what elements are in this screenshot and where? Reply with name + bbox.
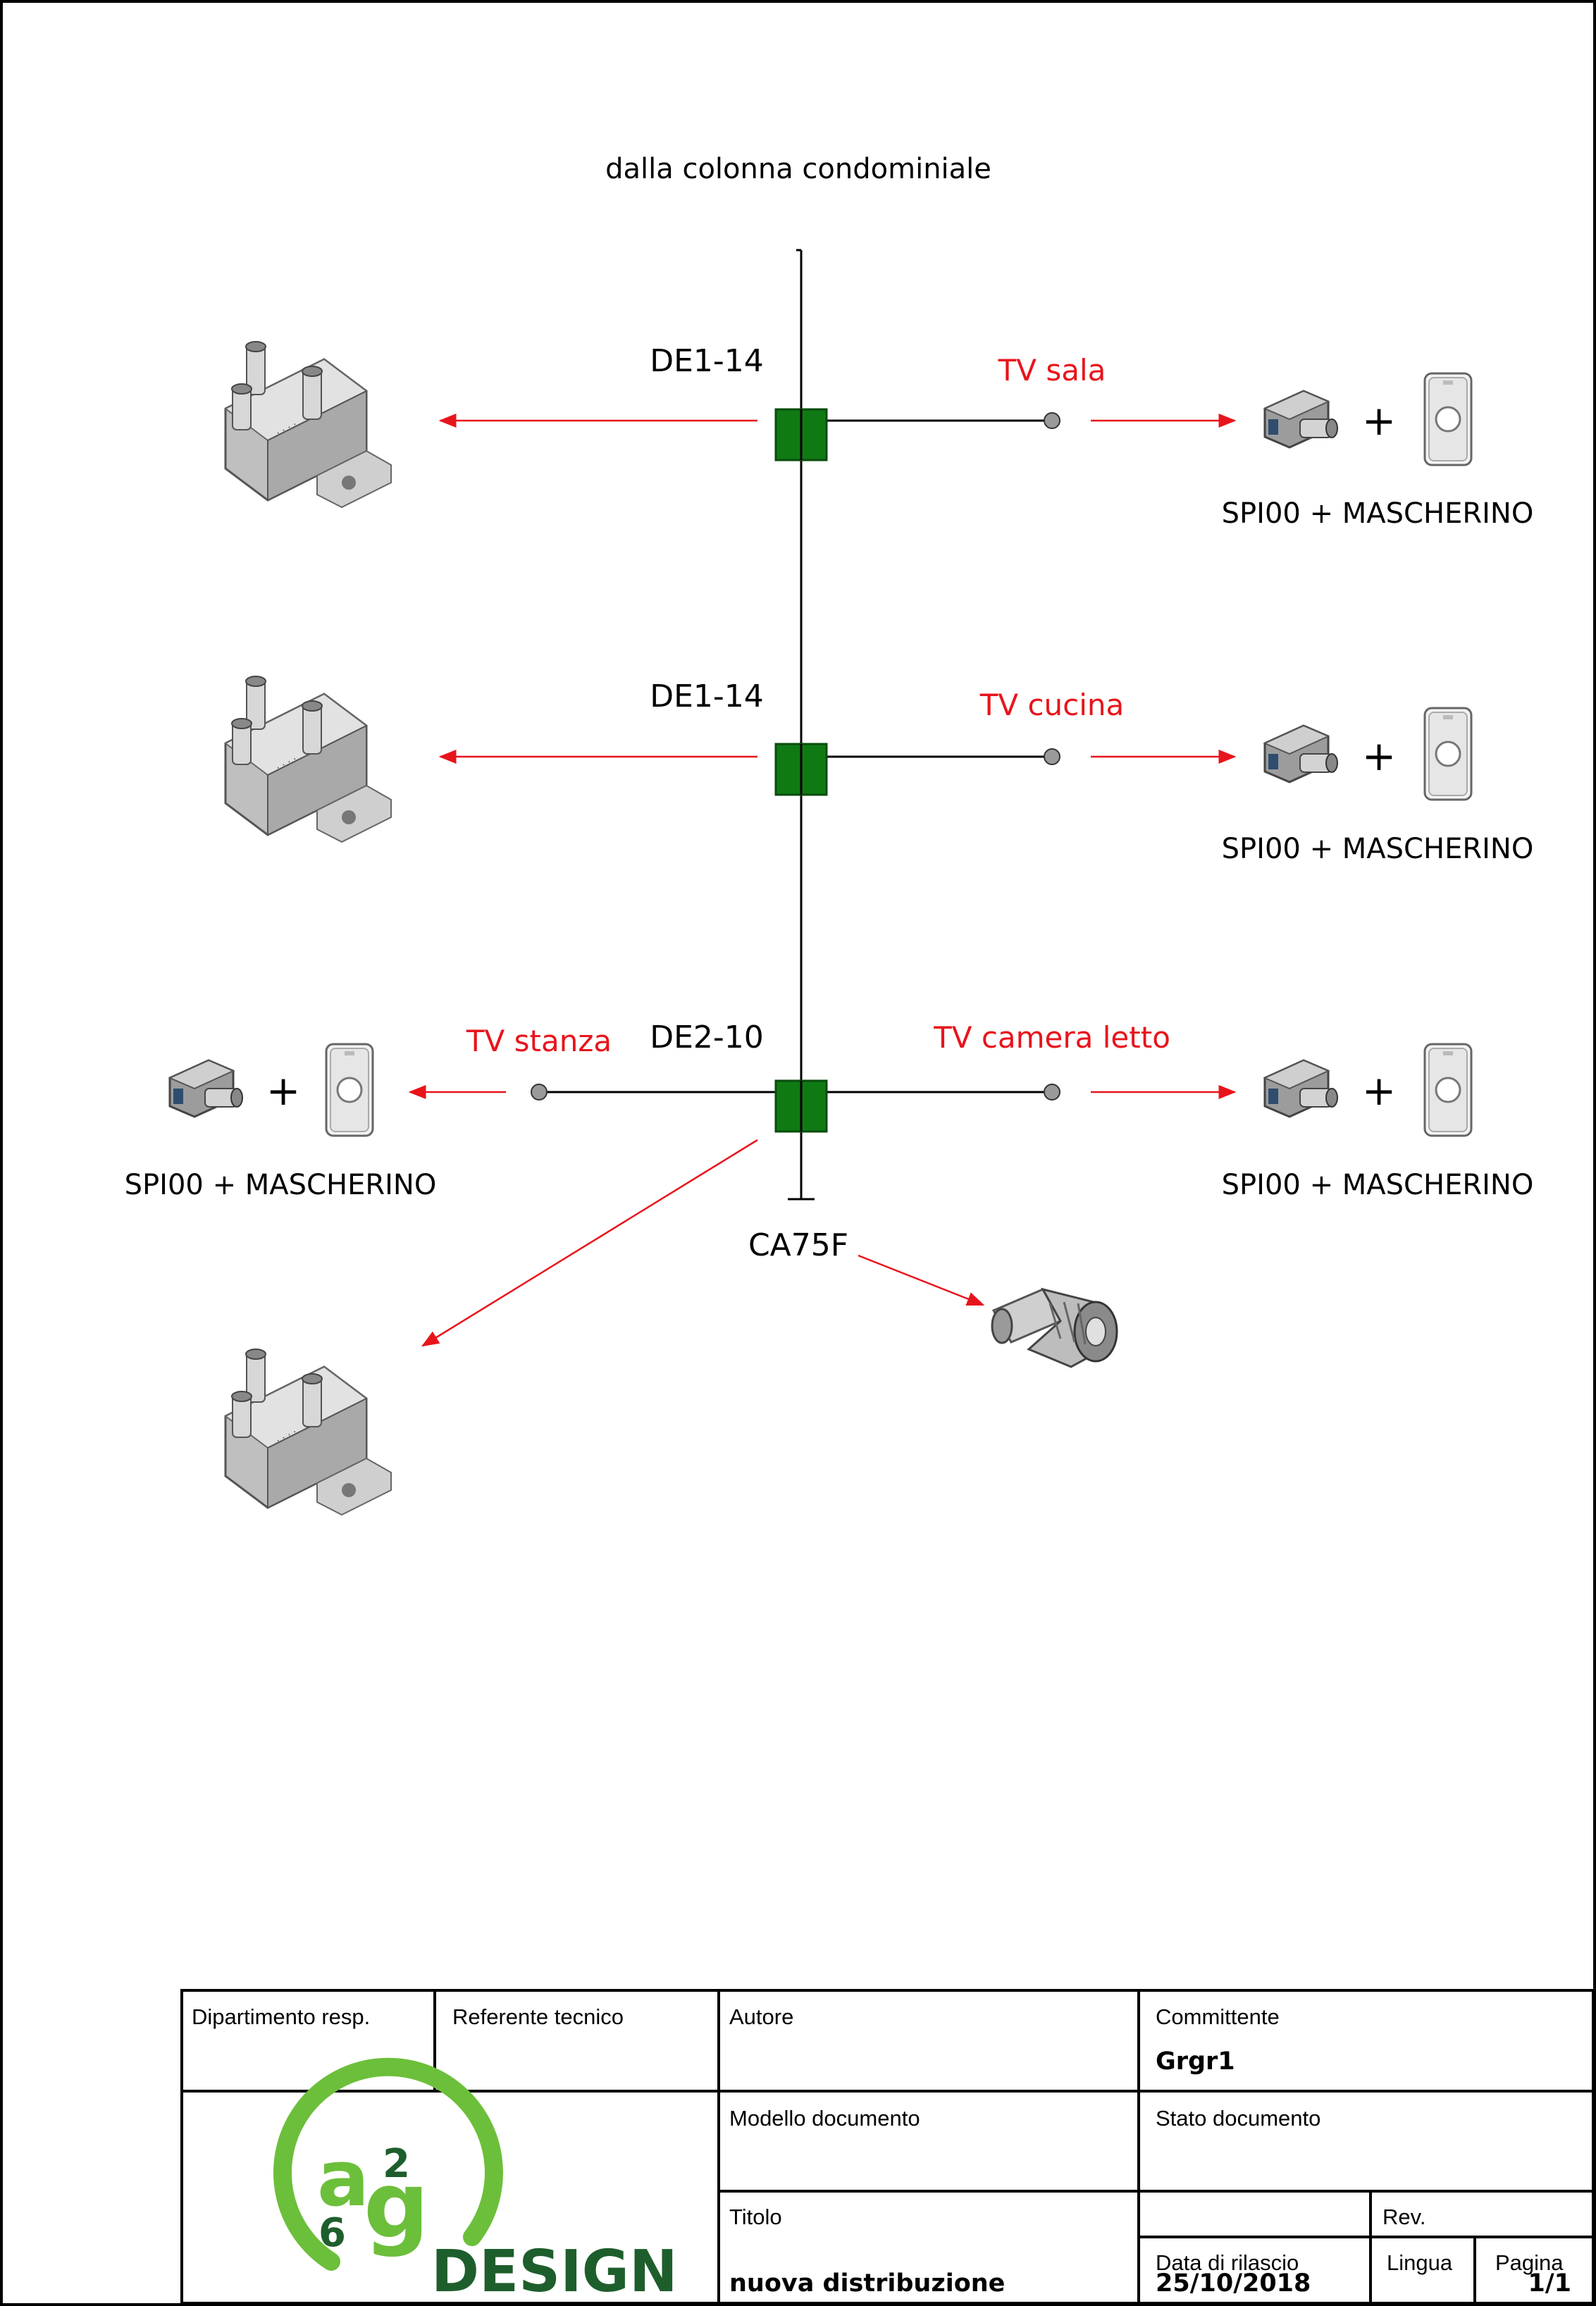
tap-picture-1: [224, 340, 392, 509]
pagina-label: Pagina: [1495, 2250, 1564, 2275]
committente-label: Committente: [1156, 2004, 1280, 2029]
svg-text:2: 2: [383, 2141, 410, 2187]
svg-text:a: a: [317, 2133, 369, 2224]
terminator-picture: [991, 1287, 1118, 1368]
plus-sign-left-3: +: [266, 1067, 301, 1115]
tap-group-3: DE2-10 TV stanza TV camera letto + SPI00…: [125, 1019, 1534, 1516]
arrow-to-terminator-picture: [858, 1254, 985, 1306]
plate-picture-2: [1423, 707, 1473, 801]
socket-picture-left-3: [168, 1059, 244, 1118]
plus-sign-right-3: +: [1362, 1067, 1397, 1115]
tap-group-1: DE1-14 TV sala + SPI00 + MASCHERINO: [224, 340, 1534, 530]
plate-picture-left-3: [325, 1043, 374, 1137]
referente-label: Referente tecnico: [452, 2004, 624, 2029]
plus-sign-1: +: [1362, 397, 1397, 445]
terminator-code: CA75F: [748, 1227, 848, 1263]
company-logo: a g 2 6 DESIGN: [273, 2057, 678, 2305]
source-label: dalla colonna condominiale: [605, 153, 991, 185]
lingua-label: Lingua: [1387, 2250, 1453, 2275]
caption-right-1: SPI00 + MASCHERINO: [1222, 497, 1534, 530]
outlet-dot-1: [1044, 412, 1060, 429]
data-value: 25/10/2018: [1156, 2269, 1311, 2298]
socket-picture-2: [1263, 724, 1339, 783]
titolo-label: Titolo: [729, 2205, 782, 2229]
caption-left-3: SPI00 + MASCHERINO: [125, 1169, 437, 1201]
tap-code-3: DE2-10: [650, 1019, 764, 1055]
svg-text:g: g: [364, 2152, 429, 2259]
title-block-frame: [180, 1989, 1595, 2305]
autore-label: Autore: [729, 2004, 793, 2029]
dipartimento-label: Dipartimento resp.: [192, 2004, 370, 2029]
titolo-value: nuova distribuzione: [729, 2269, 1005, 2298]
outlet-dot-left-3: [531, 1084, 548, 1101]
modello-label: Modello documento: [729, 2106, 920, 2131]
socket-picture-1: [1263, 390, 1339, 449]
svg-text:6: 6: [318, 2210, 346, 2256]
outlet-dot-right-3: [1044, 1084, 1060, 1101]
tap-picture-2: [224, 675, 392, 843]
outlet-dot-2: [1044, 748, 1060, 765]
title-block: Dipartimento resp. Referente tecnico Aut…: [180, 1989, 1595, 2305]
plate-picture-right-3: [1423, 1043, 1473, 1137]
socket-picture-right-3: [1263, 1059, 1339, 1118]
tap-code-1: DE1-14: [650, 343, 764, 379]
outlet-label-left-3: TV stanza: [466, 1024, 612, 1058]
outlet-label-right-2: TV cucina: [979, 688, 1125, 722]
stato-label: Stato documento: [1156, 2106, 1320, 2131]
plus-sign-2: +: [1362, 732, 1397, 780]
rev-label: Rev.: [1382, 2205, 1425, 2229]
plate-picture-1: [1423, 372, 1473, 466]
arrow-to-tap-picture-3: [421, 1139, 758, 1347]
caption-right-3: SPI00 + MASCHERINO: [1222, 1169, 1534, 1201]
tap-code-2: DE1-14: [650, 678, 764, 714]
tap-picture-3: [224, 1348, 392, 1516]
caption-right-2: SPI00 + MASCHERINO: [1222, 833, 1534, 865]
tap-group-2: DE1-14 TV cucina + SPI00 + MASCHERINO: [224, 675, 1534, 865]
logo-text: DESIGN: [431, 2238, 678, 2305]
outlet-label-right-1: TV sala: [998, 353, 1106, 388]
pagina-value: 1/1: [1528, 2269, 1572, 2298]
outlet-label-right-3: TV camera letto: [933, 1020, 1170, 1055]
data-label: Data di rilascio: [1156, 2250, 1299, 2275]
committente-value: Grgr1: [1156, 2047, 1235, 2076]
